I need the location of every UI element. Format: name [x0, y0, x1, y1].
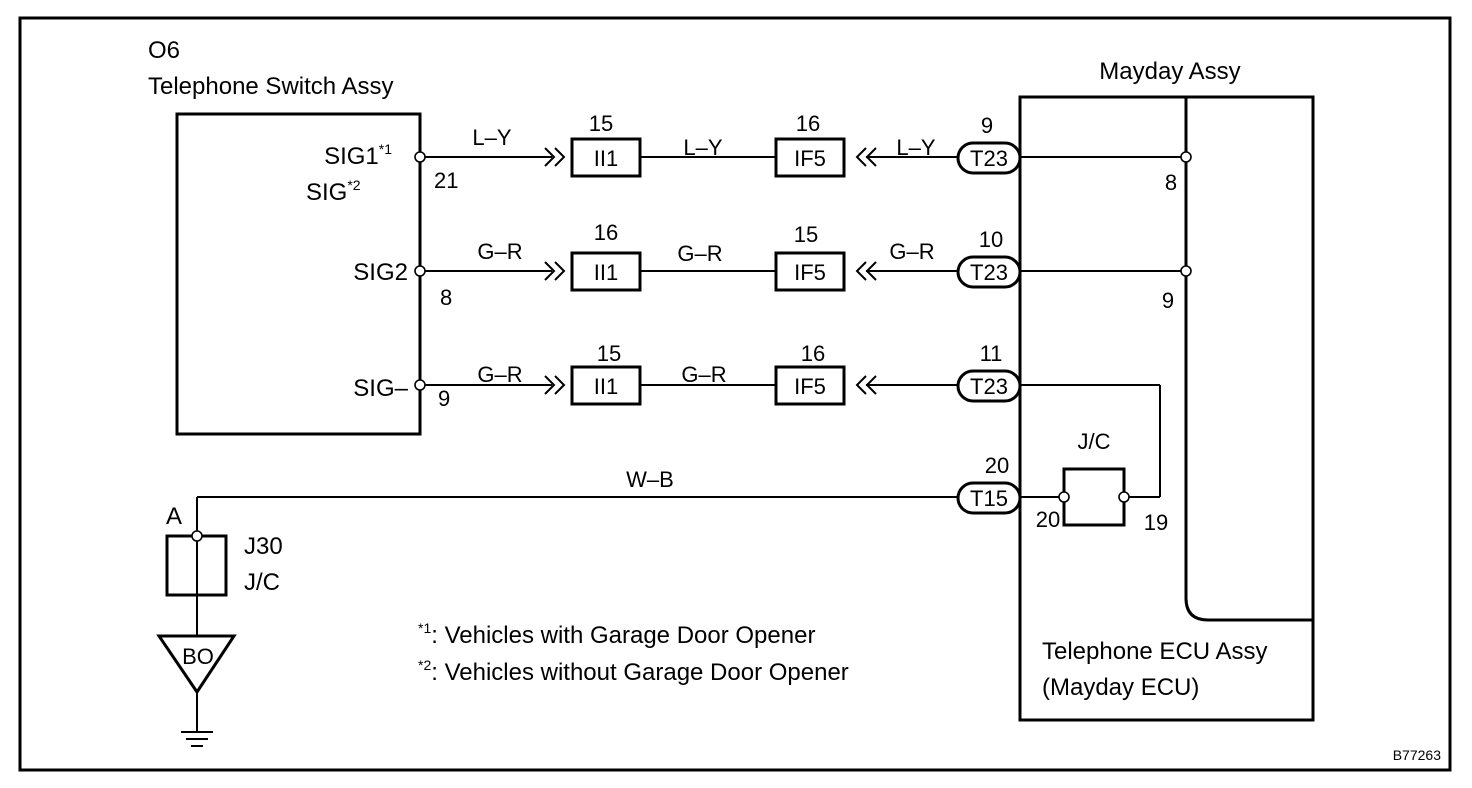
diagram-id: B77263: [1393, 747, 1441, 763]
wire-color-label: L–Y: [472, 125, 511, 150]
connector-pin-number: 16: [796, 111, 820, 136]
connector-pin-number: 16: [801, 341, 825, 366]
pin-circle-8: [414, 265, 426, 277]
internal-jc-pin-number: 19: [1144, 510, 1168, 535]
pin-number-21: 21: [434, 168, 458, 193]
mayday-inner-divider: [1184, 97, 1313, 622]
connector-pin-number: 20: [985, 453, 1009, 478]
connector-if5-label: IF5: [794, 146, 826, 171]
wire-color-label: G–R: [889, 239, 934, 264]
right-component-inner-label-2: (Mayday ECU): [1042, 674, 1199, 701]
ecu-pin-circle-9: [1180, 265, 1192, 277]
internal-jc-pin-19: [1118, 491, 1130, 503]
connector-ii1-label: II1: [594, 374, 618, 399]
diagram-frame: [18, 16, 1452, 772]
ecu-pin-number: 9: [1162, 288, 1174, 313]
pin-sig-label: SIG*2: [306, 177, 361, 206]
wire-color-label: L–Y: [896, 135, 935, 160]
connector-pin-number: 11: [980, 341, 1003, 366]
wire-color-label: G–R: [677, 241, 722, 266]
pin-sig1-label: SIG1*1: [324, 141, 392, 170]
connector-t23-label: T23: [970, 374, 1008, 399]
footnote-1: *1: Vehicles with Garage Door Opener: [418, 620, 815, 649]
connector-pin-number: 9: [981, 113, 993, 138]
connector-t23-label: T23: [970, 260, 1008, 285]
connector-if5: [774, 251, 846, 292]
wire-color-label: G–R: [477, 362, 522, 387]
footnote-2: *2: Vehicles without Garage Door Opener: [418, 657, 849, 686]
internal-jc-pin-number: 20: [1036, 507, 1060, 532]
ground-point-triangle: [156, 634, 237, 695]
ecu-pin-circle-8: [1180, 151, 1192, 163]
ecu-pin-number: 8: [1165, 170, 1177, 195]
connector-t15-label: T15: [970, 486, 1008, 511]
pin-number-8: 8: [440, 285, 452, 310]
connector-ii1: [570, 137, 642, 178]
connector-if5: [774, 137, 846, 178]
connector-ii1-label: II1: [594, 260, 618, 285]
pin-circle-21: [414, 151, 426, 163]
wires: [196, 156, 1186, 732]
pin-sig2-label: SIG2: [353, 259, 408, 286]
right-component-outer-label: Mayday Assy: [1099, 58, 1240, 85]
connector-ii1: [570, 365, 642, 406]
right-component-inner-label-1: Telephone ECU Assy: [1042, 638, 1267, 665]
connector-pin-number: 16: [594, 220, 618, 245]
left-component-name: Telephone Switch Assy: [148, 73, 393, 100]
connector-ii1: [570, 251, 642, 292]
j30-code-label: J30: [244, 533, 283, 560]
connector-pin-number: 15: [589, 111, 613, 136]
wire-color-label: G–R: [681, 362, 726, 387]
connector-ii1-label: II1: [594, 146, 618, 171]
junction-point-circle: [191, 530, 203, 542]
connector-if5-label: IF5: [794, 260, 826, 285]
internal-jc-pin-20: [1058, 491, 1070, 503]
left-component-code: O6: [148, 37, 180, 64]
pin-circle-9: [414, 379, 426, 391]
connector-pin-number: 15: [597, 341, 621, 366]
mayday-assy-box: [1018, 95, 1315, 722]
connector-pin-number: 15: [794, 222, 818, 247]
wire-color-label: G–R: [477, 239, 522, 264]
pin-sig-minus-label: SIG–: [353, 375, 408, 402]
j30-type-label: J/C: [244, 569, 280, 596]
internal-jc-label: J/C: [1078, 429, 1111, 454]
connector-arrows: [544, 147, 877, 395]
connector-t23-label: T23: [970, 146, 1008, 171]
ground-icon: [181, 731, 213, 747]
pin-number-9: 9: [438, 386, 450, 411]
connector-if5-label: IF5: [794, 374, 826, 399]
ground-point-label: BO: [182, 644, 214, 669]
wire-color-label: L–Y: [683, 135, 722, 160]
junction-point-label: A: [166, 503, 182, 530]
connector-pin-number: 10: [979, 227, 1003, 252]
internal-jc-box: [1062, 467, 1126, 527]
connector-if5: [774, 365, 846, 406]
wire-color-label: W–B: [626, 467, 674, 492]
